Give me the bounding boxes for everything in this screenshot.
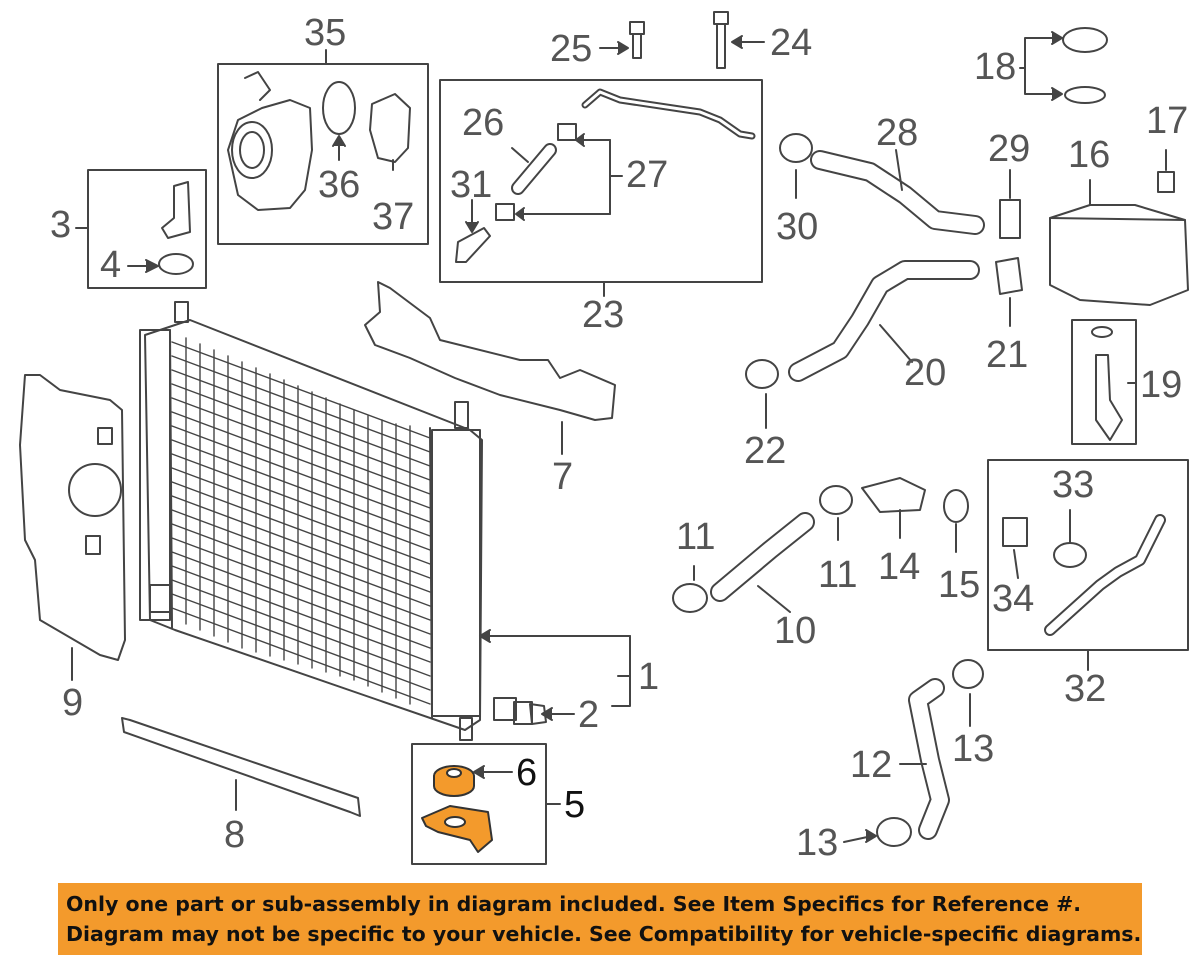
lower-seal-part [121, 717, 361, 817]
callout-13-upper: 13 [952, 728, 995, 770]
callout-7: 7 [552, 456, 574, 498]
callout-12: 12 [850, 744, 893, 786]
grommet-4 [158, 253, 194, 275]
gasket-37 [369, 93, 411, 163]
clamp-30 [779, 133, 813, 163]
connector-29 [999, 199, 1021, 239]
box-23-bypass-pipe [439, 79, 763, 283]
clamp-11a [672, 583, 708, 613]
leader-lines [71, 31, 1167, 843]
callout-10: 10 [774, 610, 817, 652]
disclaimer-banner: Only one part or sub-assembly in diagram… [58, 883, 1142, 955]
callout-19: 19 [1140, 364, 1183, 406]
sensor-19 [1095, 354, 1123, 441]
reservoir-part [1049, 204, 1189, 306]
disclaimer-line-2: Diagram may not be specific to your vehi… [66, 922, 1142, 946]
fitting-34 [1002, 517, 1028, 547]
callout-2: 2 [578, 694, 600, 736]
callout-32: 32 [1064, 668, 1107, 710]
callout-33: 33 [1052, 464, 1095, 506]
callout-11-left: 11 [676, 516, 716, 558]
o-ring-36 [322, 81, 356, 135]
callout-37: 37 [372, 196, 415, 238]
clamp-27a [557, 123, 577, 141]
thermostat-housing-part [227, 71, 313, 211]
callout-6: 6 [516, 752, 538, 794]
callout-15: 15 [938, 564, 981, 606]
callout-26: 26 [462, 102, 505, 144]
callout-16: 16 [1068, 134, 1111, 176]
callout-9: 9 [62, 682, 84, 724]
callout-3: 3 [50, 204, 72, 246]
callout-8: 8 [224, 814, 246, 856]
callout-35: 35 [304, 12, 347, 54]
callout-22: 22 [744, 430, 787, 472]
callout-30: 30 [776, 206, 819, 248]
bolt-24 [713, 11, 729, 69]
disclaimer-line-1: Only one part or sub-assembly in diagram… [66, 892, 1082, 916]
callout-13-lower: 13 [796, 822, 839, 864]
callout-14: 14 [878, 546, 921, 588]
clamp-22 [745, 359, 779, 389]
callout-25: 25 [550, 28, 593, 70]
clamp-21 [995, 257, 1023, 295]
bracket-5-part [421, 805, 493, 853]
callout-36: 36 [318, 164, 361, 206]
callout-11-right: 11 [818, 554, 858, 596]
cap-18 [1062, 27, 1108, 53]
insulator-6-part [433, 765, 475, 797]
callout-34: 34 [992, 578, 1035, 620]
bracket-part [161, 181, 191, 239]
radiator-part [139, 301, 483, 741]
callout-1: 1 [638, 656, 660, 698]
clamp-13b [876, 817, 912, 847]
callout-20: 20 [904, 352, 947, 394]
callout-17: 17 [1146, 100, 1189, 142]
pipe-14 [861, 477, 926, 513]
box-35-thermostat-housing [217, 63, 429, 245]
seal-18 [1064, 86, 1106, 104]
connector-31 [455, 227, 491, 263]
gasket-33 [1053, 542, 1087, 568]
callout-24: 24 [770, 22, 813, 64]
drain-plug-part [493, 697, 547, 725]
clamp-13a [952, 659, 984, 689]
callout-23: 23 [582, 294, 625, 336]
baffle-part [364, 281, 616, 421]
callout-5: 5 [564, 784, 586, 826]
callout-28: 28 [876, 112, 919, 154]
deflector-part [19, 374, 126, 661]
seal-15 [943, 489, 969, 523]
clamp-27b [495, 203, 515, 221]
callout-21: 21 [986, 334, 1029, 376]
callout-31: 31 [450, 164, 493, 206]
callout-4: 4 [100, 244, 122, 286]
clamp-11b [819, 485, 853, 515]
bypass-pipe [581, 88, 756, 140]
bolt-25 [629, 21, 645, 59]
callout-18: 18 [974, 46, 1017, 88]
callout-27: 27 [626, 154, 669, 196]
sensor-17 [1157, 171, 1175, 193]
callout-29: 29 [988, 128, 1031, 170]
